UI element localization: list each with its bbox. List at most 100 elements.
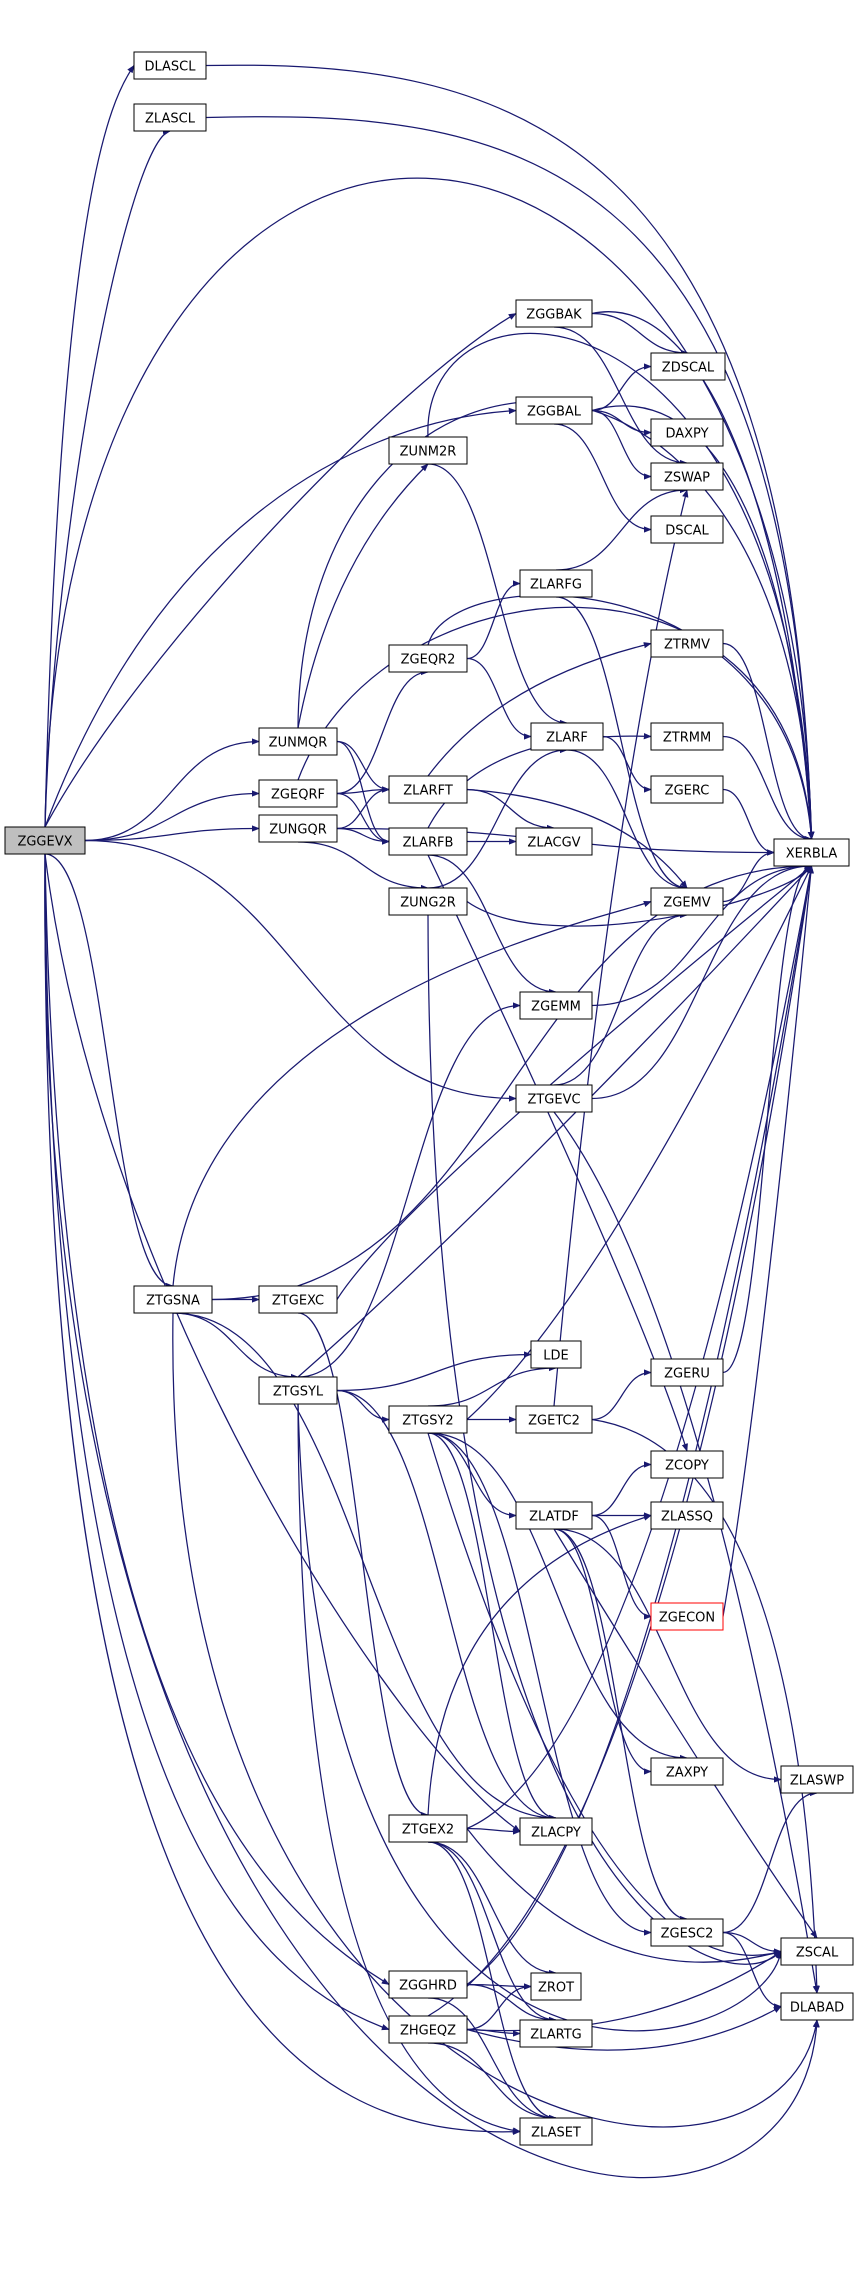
node-label: ZTGSY2 [402, 1414, 453, 1429]
node-zlaset[interactable]: ZLASET [519, 2117, 593, 2146]
node-zgesc2[interactable]: ZGESC2 [650, 1918, 724, 1947]
edge-zlascl-to-xerbla [205, 116, 815, 840]
node-ztgsyl[interactable]: ZTGSYL [258, 1376, 338, 1405]
node-label: ZGGBAL [527, 405, 582, 420]
node-box [650, 352, 726, 381]
edge-ztgex2-to-zlacpy [466, 1827, 521, 1835]
node-dscal[interactable]: DSCAL [650, 515, 724, 544]
node-box [650, 1602, 724, 1631]
edge-zggevx-to-zggbal [44, 407, 517, 828]
edge-zhgeqz-to-zlaset [427, 2042, 557, 2122]
node-zgemm[interactable]: ZGEMM [519, 991, 593, 1020]
node-zgghrd[interactable]: ZGGHRD [388, 1970, 468, 1999]
edge-zggevx-to-dlascl [44, 64, 135, 828]
node-label: DAXPY [665, 427, 708, 442]
node-zrot[interactable]: ZROT [530, 1972, 582, 2001]
node-zlatdf[interactable]: ZLATDF [515, 1501, 593, 1530]
node-box [388, 2015, 468, 2044]
node-ztgexc[interactable]: ZTGEXC [258, 1285, 338, 1314]
node-zggbal[interactable]: ZGGBAL [515, 396, 593, 425]
node-label: DLASCL [144, 60, 196, 75]
edge-zggbak-to-zswap [553, 326, 688, 467]
node-xerbla[interactable]: XERBLA [773, 838, 850, 867]
node-ztrmv[interactable]: ZTRMV [650, 629, 724, 658]
node-box [258, 814, 338, 843]
edge-ztgex2-to-zlartg [427, 1841, 557, 2024]
node-zlacgv[interactable]: ZLACGV [515, 827, 593, 856]
node-dlabad[interactable]: DLABAD [780, 1992, 854, 2021]
node-zlarfb[interactable]: ZLARFB [388, 827, 468, 856]
edge-ztgex2-to-zlaset [427, 1841, 557, 2122]
node-zgemv[interactable]: ZGEMV [650, 887, 724, 916]
node-label: ZLASET [531, 2126, 581, 2141]
node-zggevx[interactable]: ZGGEVX [4, 826, 86, 855]
node-label: XERBLA [786, 847, 838, 862]
node-zgetc2[interactable]: ZGETC2 [515, 1405, 593, 1434]
node-zlascl[interactable]: ZLASCL [133, 103, 207, 132]
node-zungqr[interactable]: ZUNGQR [258, 814, 338, 843]
node-box [519, 1817, 593, 1846]
node-zcopy[interactable]: ZCOPY [650, 1450, 724, 1479]
edge-zgemm-to-xerbla [591, 862, 813, 1007]
node-zgeru[interactable]: ZGERU [650, 1358, 724, 1387]
edge-zggbal-to-dscal [553, 423, 652, 533]
edge-ztgsyl-to-zlacpy [336, 1389, 557, 1822]
node-box [258, 727, 338, 756]
node-box [650, 1501, 724, 1530]
node-zlarft[interactable]: ZLARFT [388, 775, 468, 804]
edge-zlarfb-to-zcopy [427, 854, 688, 1452]
node-zggbak[interactable]: ZGGBAK [515, 299, 593, 328]
edges [44, 64, 820, 2179]
node-ztrmm[interactable]: ZTRMM [650, 722, 724, 751]
node-box [650, 1450, 724, 1479]
node-box [258, 1376, 338, 1405]
node-ztgsy2[interactable]: ZTGSY2 [388, 1405, 468, 1434]
node-zgecon[interactable]: ZGECON [650, 1602, 724, 1631]
edge-zunmqr-to-xerbla [297, 401, 815, 840]
node-label: ZTRMM [663, 731, 711, 746]
edge-zhgeqz-to-dlabad [466, 2005, 782, 2051]
node-zung2r[interactable]: ZUNG2R [388, 887, 468, 916]
node-ztgex2[interactable]: ZTGEX2 [388, 1814, 468, 1843]
edge-ztgsy2-to-zlacpy [427, 1432, 557, 1822]
node-zgeqrf[interactable]: ZGEQRF [258, 779, 338, 808]
node-zunm2r[interactable]: ZUNM2R [388, 436, 468, 465]
edge-zlatdf-to-zgecon [591, 1514, 652, 1620]
node-zscal[interactable]: ZSCAL [780, 1937, 854, 1966]
edge-dlascl-to-xerbla [205, 64, 815, 840]
edge-zggevx-to-zunmqr [84, 738, 260, 842]
node-zswap[interactable]: ZSWAP [650, 462, 724, 491]
node-zlaswp[interactable]: ZLASWP [780, 1765, 854, 1794]
node-zlarfg[interactable]: ZLARFG [519, 569, 593, 598]
node-label: ZTGSYL [273, 1385, 324, 1400]
node-label: ZAXPY [666, 1766, 708, 1781]
edge-zgetc2-to-zgeru [591, 1369, 652, 1421]
edge-zlarfb-to-ztrmm [427, 733, 652, 829]
node-box [519, 2117, 593, 2146]
node-dlascl[interactable]: DLASCL [133, 51, 207, 80]
node-zlacpy[interactable]: ZLACPY [519, 1817, 593, 1846]
node-zaxpy[interactable]: ZAXPY [650, 1757, 724, 1786]
node-label: ZGGBAK [526, 308, 582, 323]
node-zlassq[interactable]: ZLASSQ [650, 1501, 724, 1530]
node-box [519, 991, 593, 1020]
node-zlarf[interactable]: ZLARF [530, 722, 604, 751]
node-lde[interactable]: LDE [530, 1340, 582, 1369]
node-zhgeqz[interactable]: ZHGEQZ [388, 2015, 468, 2044]
edge-zggevx-to-zlaset [44, 853, 521, 2135]
node-zdscal[interactable]: ZDSCAL [650, 352, 726, 381]
node-box [388, 1970, 468, 1999]
edge-zhgeqz-to-zrot [466, 1983, 532, 2031]
edge-zggevx-to-zggbak [44, 312, 517, 828]
node-box [650, 462, 724, 491]
edge-zggevx-to-zlacpy [44, 853, 521, 1833]
node-ztgsna[interactable]: ZTGSNA [133, 1285, 213, 1314]
node-daxpy[interactable]: DAXPY [650, 418, 724, 447]
edge-ztrmv-to-xerbla [722, 642, 813, 843]
node-ztgevc[interactable]: ZTGEVC [515, 1084, 593, 1113]
node-zgeqr2[interactable]: ZGEQR2 [388, 644, 468, 673]
edge-zhgeqz-to-zscal [466, 1950, 782, 2032]
node-zunmqr[interactable]: ZUNMQR [258, 727, 338, 756]
node-zlartg[interactable]: ZLARTG [519, 2019, 593, 2048]
node-zgerc[interactable]: ZGERC [650, 775, 724, 804]
